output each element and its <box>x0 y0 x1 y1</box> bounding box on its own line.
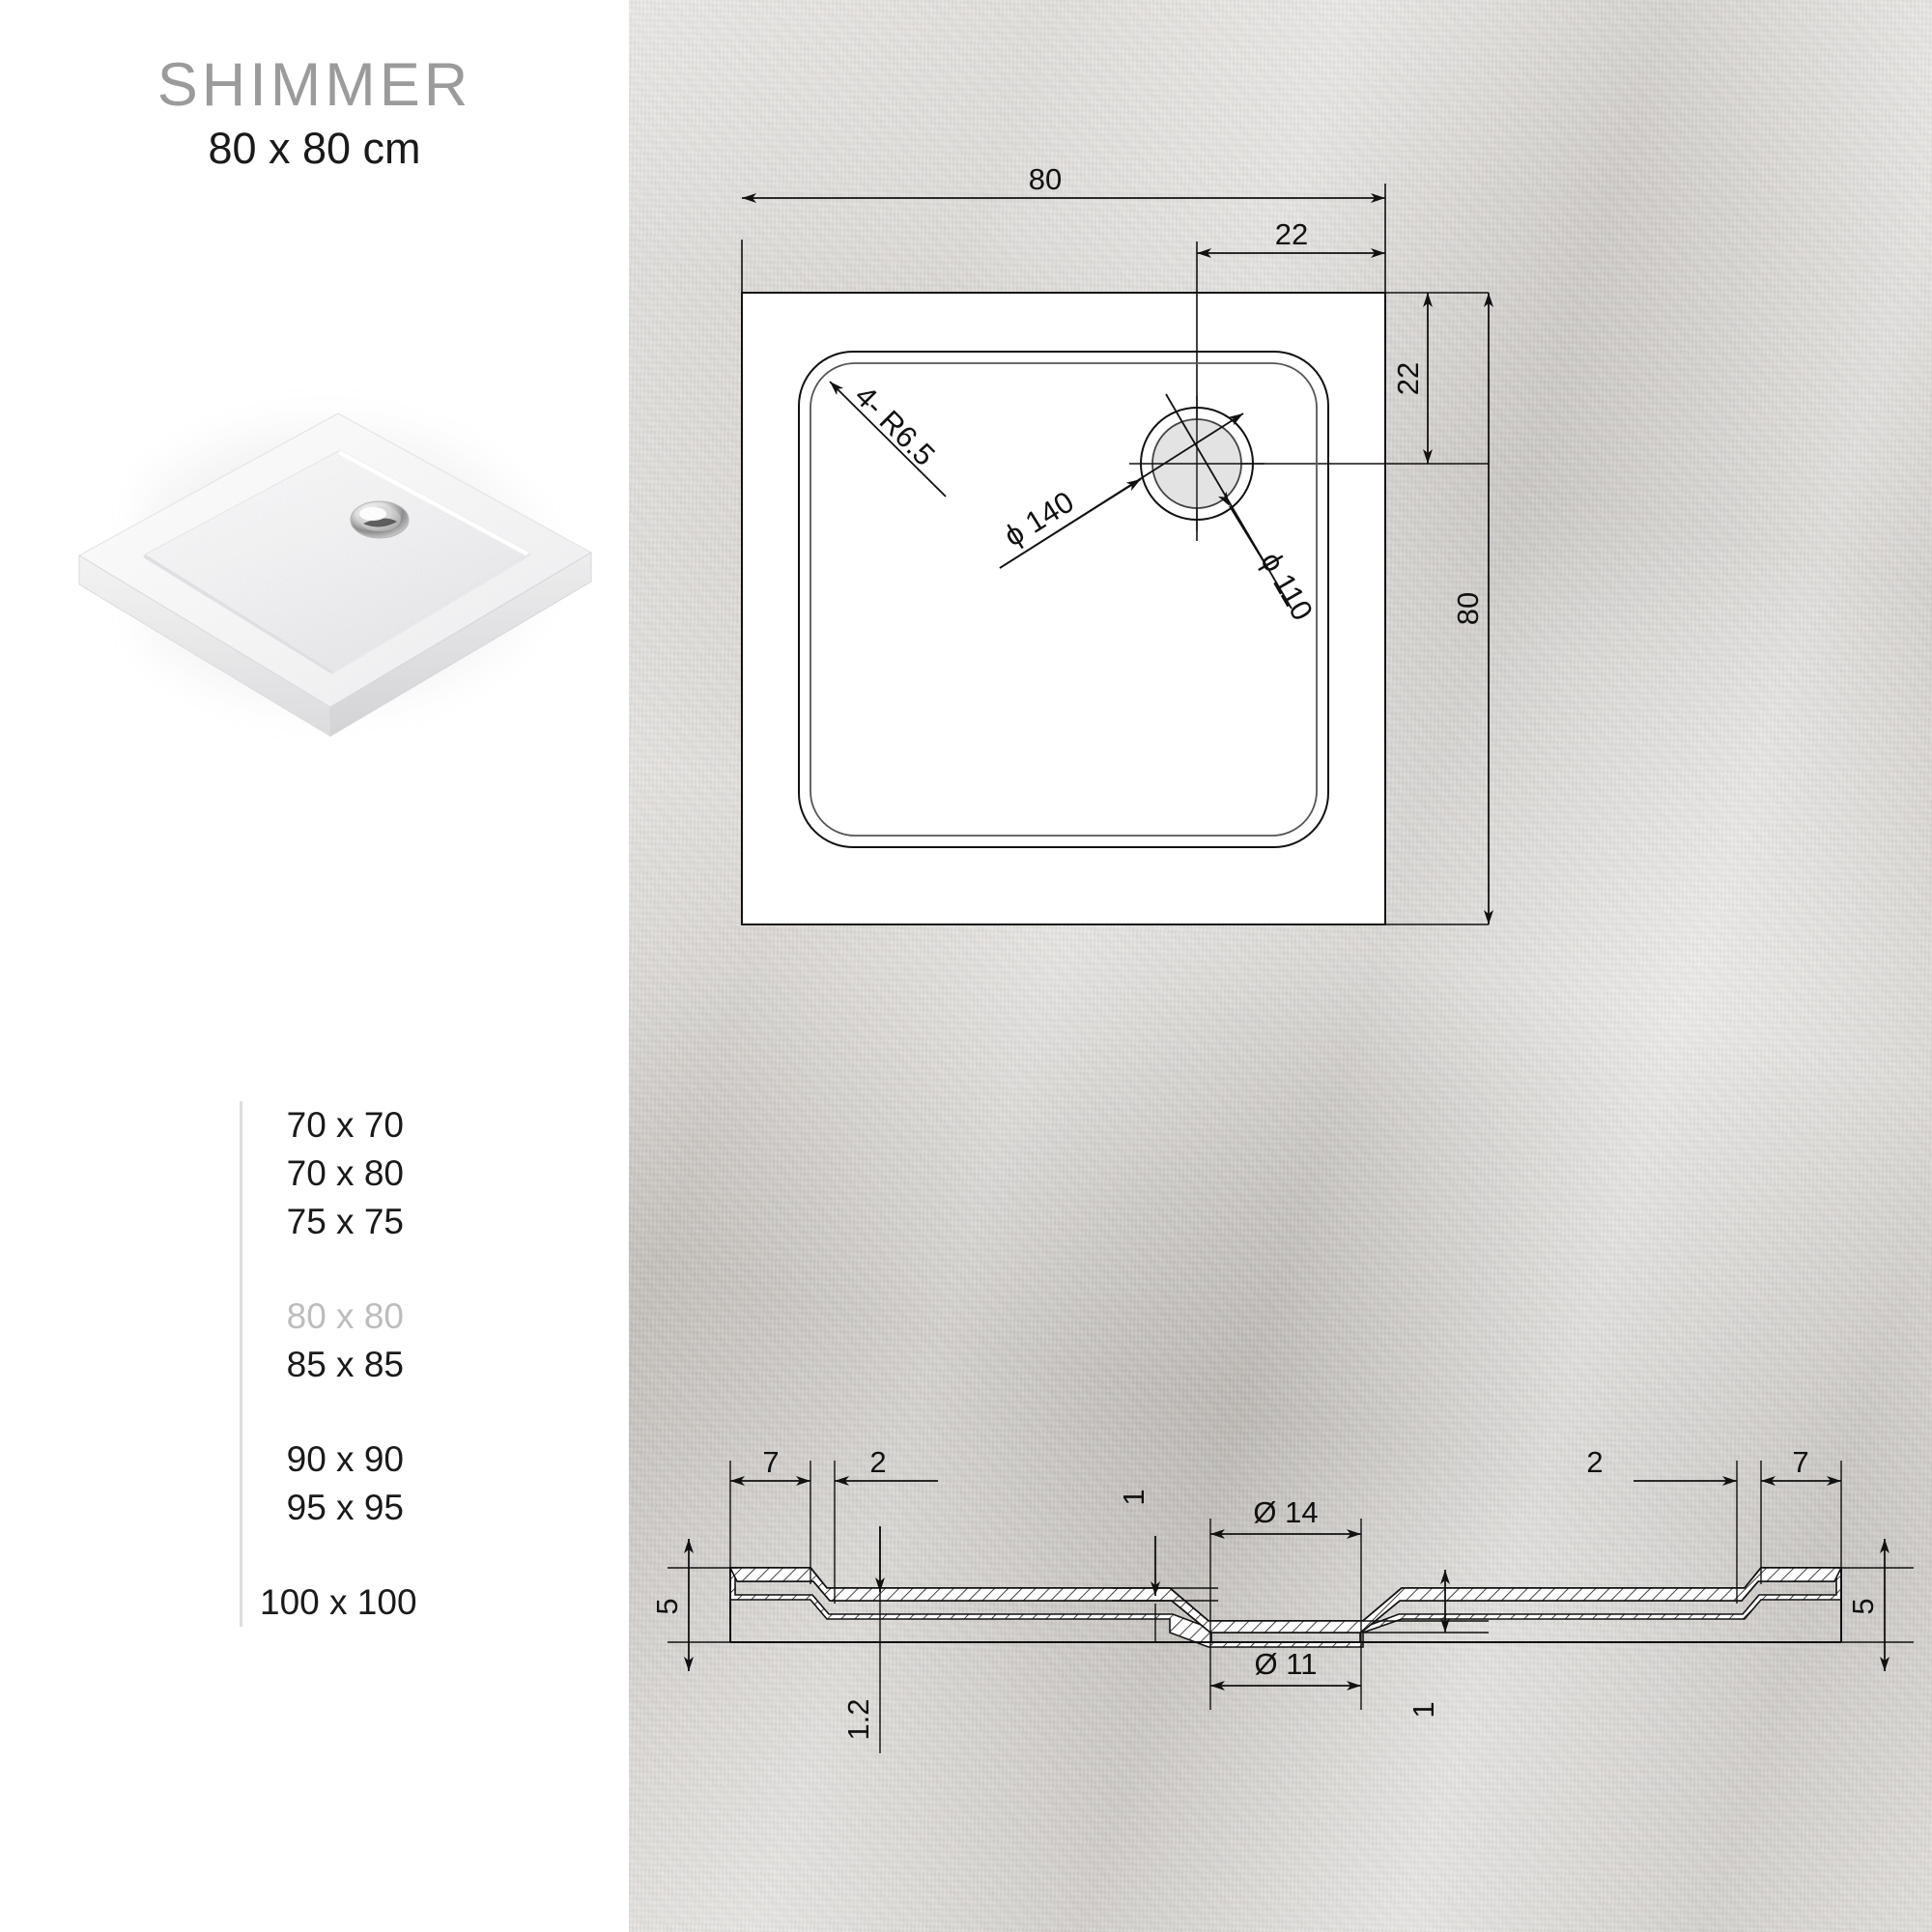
tray-basin-outline-inner <box>810 362 1318 837</box>
dim-left-step-width: 2 <box>835 1445 938 1486</box>
drain-highlight <box>359 507 386 521</box>
dim-left-flange-width: 7 <box>730 1445 810 1486</box>
size-group-spacer <box>260 1246 404 1293</box>
shower-tray-svg <box>77 412 593 737</box>
size-options-list[interactable]: 70 x 70 70 x 80 75 x 75 80 x 80 85 x 85 … <box>240 1101 417 1627</box>
dim-label-right-lip-depth: 1 <box>1406 1701 1440 1718</box>
dim-label-left-step-width: 2 <box>869 1445 886 1479</box>
section-shell-path <box>729 1567 1842 1648</box>
tray-basin-shadow-left <box>143 554 332 674</box>
tray-rim-highlight <box>338 450 529 555</box>
tray-rim-texture <box>79 413 591 707</box>
product-photo <box>19 290 618 744</box>
tray-basin-outline-outer <box>798 351 1329 848</box>
dim-label-drain-bottom-dia: Ø 11 <box>1255 1647 1318 1681</box>
dim-right-height: 5 <box>1846 1539 1889 1671</box>
product-size-subtitle: 80 x 80 cm <box>208 124 421 173</box>
dim-label-drain-offset-x: 22 <box>1275 217 1308 251</box>
size-group: 80 x 80 85 x 85 <box>260 1293 404 1389</box>
size-option[interactable]: 70 x 80 <box>286 1153 404 1193</box>
size-group: 70 x 70 70 x 80 75 x 75 <box>260 1101 404 1246</box>
dim-drain-offset-y: 22 <box>1391 293 1433 464</box>
dim-right-step-width: 2 <box>1586 1445 1737 1486</box>
plan-view-drawing: 80 22 22 80 <box>741 162 1493 925</box>
dim-label-left-floor-thick: 1.2 <box>841 1698 875 1740</box>
technical-drawing-panel: 80 22 22 80 <box>629 0 1932 1932</box>
size-option-selected[interactable]: 80 x 80 <box>286 1296 404 1336</box>
tray-basin-shadow-right <box>332 553 531 674</box>
size-group: 100 x 100 <box>260 1578 417 1627</box>
page-title: SHIMMER <box>156 51 472 119</box>
plan-view-backdrop <box>741 293 1386 925</box>
dim-left-height: 5 <box>650 1539 694 1671</box>
dim-label-drain-top-dia: Ø 14 <box>1253 1495 1318 1529</box>
size-group-spacer <box>260 1532 404 1578</box>
dim-overall-depth: 80 <box>1451 293 1493 924</box>
section-wall-hatching <box>728 1567 1843 1634</box>
size-option[interactable]: 75 x 75 <box>286 1202 404 1241</box>
dim-drain-top-dia: Ø 14 <box>1210 1495 1361 1539</box>
dim-label-right-height: 5 <box>1846 1598 1880 1614</box>
size-option[interactable]: 95 x 95 <box>286 1488 404 1527</box>
size-option[interactable]: 100 x 100 <box>260 1582 417 1622</box>
size-option[interactable]: 90 x 90 <box>286 1439 404 1479</box>
dim-label-overall-depth: 80 <box>1451 592 1485 625</box>
dim-left-floor-thick: 1.2 <box>841 1526 885 1741</box>
dim-drain-offset-x: 22 <box>1197 217 1385 258</box>
dim-overall-width: 80 <box>742 162 1385 203</box>
dim-label-left-height: 5 <box>650 1598 684 1614</box>
dim-label-drain-offset-y: 22 <box>1391 362 1425 395</box>
dim-left-lip-depth: 1 <box>1117 1489 1160 1642</box>
shower-tray-illustration <box>19 290 618 744</box>
dim-drain-bottom-dia: Ø 11 <box>1210 1647 1361 1690</box>
tray-outer-outline <box>741 292 1386 925</box>
dim-label-overall-width: 80 <box>1029 162 1062 196</box>
dim-label-right-flange-width: 7 <box>1792 1445 1808 1479</box>
size-group-spacer <box>260 1389 404 1435</box>
dim-label-left-flange-width: 7 <box>762 1445 779 1479</box>
size-group: 90 x 90 95 x 95 <box>260 1435 404 1532</box>
size-option[interactable]: 85 x 85 <box>286 1345 404 1384</box>
dim-right-lip-depth: 1 <box>1406 1570 1450 1719</box>
size-option[interactable]: 70 x 70 <box>286 1105 404 1145</box>
tray-side-right <box>329 552 592 737</box>
drain-centre-marks <box>1129 396 1264 531</box>
dim-right-flange-width: 7 <box>1761 1445 1841 1486</box>
product-info-panel: SHIMMER 80 x 80 cm <box>0 0 629 1932</box>
dim-label-right-step-width: 2 <box>1586 1445 1603 1479</box>
dim-label-left-lip-depth: 1 <box>1117 1489 1151 1505</box>
cross-section-drawing: 7 2 5 1.2 1 Ø 14 Ø 1 <box>650 1445 1914 1753</box>
